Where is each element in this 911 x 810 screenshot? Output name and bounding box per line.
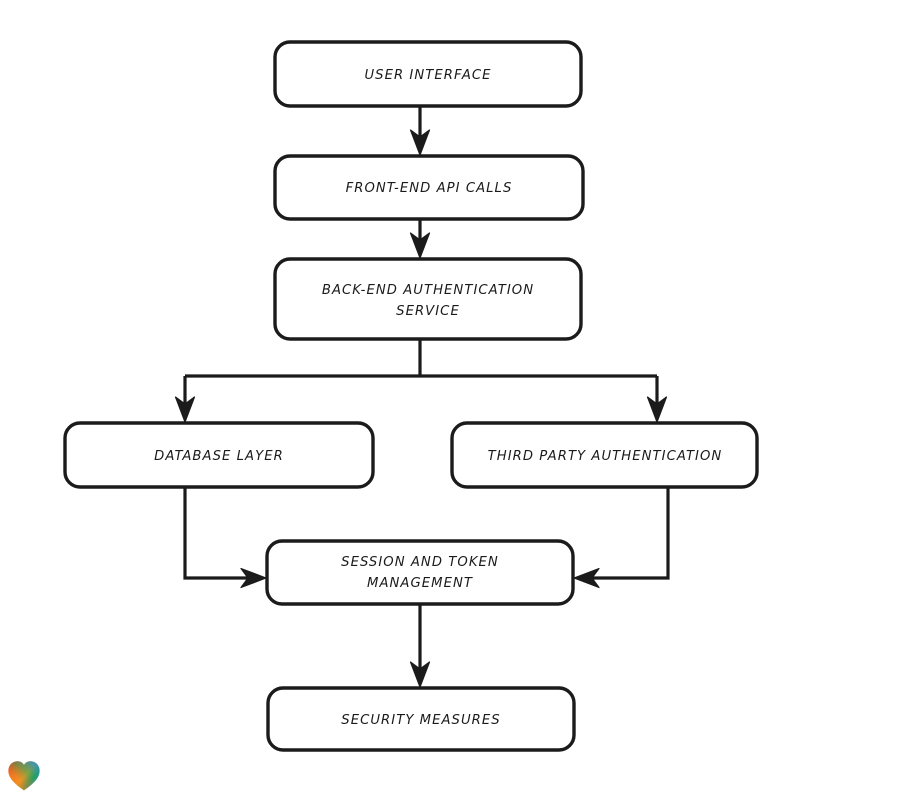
node-user-interface-shape[interactable] <box>273 40 583 108</box>
edge-session-to-security <box>409 604 431 688</box>
edge-backend-split <box>185 339 657 378</box>
node-third-party-authentication-shape[interactable] <box>450 421 759 489</box>
node-security-measures[interactable]: SECURITY MEASURES <box>266 686 576 752</box>
edge-backend-to-database <box>174 376 196 423</box>
node-back-end-authentication-service-label-line1: BACK-END AUTHENTICATION <box>322 283 534 298</box>
node-database-layer-label: DATABASE LAYER <box>154 449 284 464</box>
node-session-and-token-management-label-line1: SESSION AND TOKEN <box>341 555 499 570</box>
node-front-end-api-calls[interactable]: FRONT-END API CALLS <box>273 154 585 221</box>
node-user-interface[interactable]: USER INTERFACE <box>273 40 583 108</box>
node-database-layer-shape[interactable] <box>63 421 375 489</box>
edge-thirdparty-to-session <box>573 487 670 589</box>
node-user-interface-label: USER INTERFACE <box>364 68 491 83</box>
node-session-and-token-management[interactable]: SESSION AND TOKEN MANAGEMENT <box>265 539 575 606</box>
edge-backend-to-thirdparty <box>646 376 668 423</box>
node-database-layer[interactable]: DATABASE LAYER <box>63 421 375 489</box>
node-front-end-api-calls-shape[interactable] <box>273 154 585 221</box>
node-back-end-authentication-service-shape[interactable] <box>273 257 583 341</box>
node-back-end-authentication-service-label-line2: SERVICE <box>396 304 460 319</box>
edge-database-to-session <box>183 487 267 589</box>
node-third-party-authentication[interactable]: THIRD PARTY AUTHENTICATION <box>450 421 759 489</box>
node-session-and-token-management-shape[interactable] <box>265 539 575 606</box>
node-security-measures-label: SECURITY MEASURES <box>341 713 500 728</box>
node-back-end-authentication-service[interactable]: BACK-END AUTHENTICATION SERVICE <box>273 257 583 341</box>
heart-icon <box>8 761 40 791</box>
node-security-measures-shape[interactable] <box>266 686 576 752</box>
edge-frontend-to-backend <box>409 219 431 259</box>
heart-icon-wrapper <box>6 758 42 794</box>
edge-ui-to-frontend <box>409 106 431 156</box>
node-third-party-authentication-label: THIRD PARTY AUTHENTICATION <box>488 449 723 464</box>
node-front-end-api-calls-label: FRONT-END API CALLS <box>346 181 513 196</box>
node-session-and-token-management-label-line2: MANAGEMENT <box>367 576 473 591</box>
